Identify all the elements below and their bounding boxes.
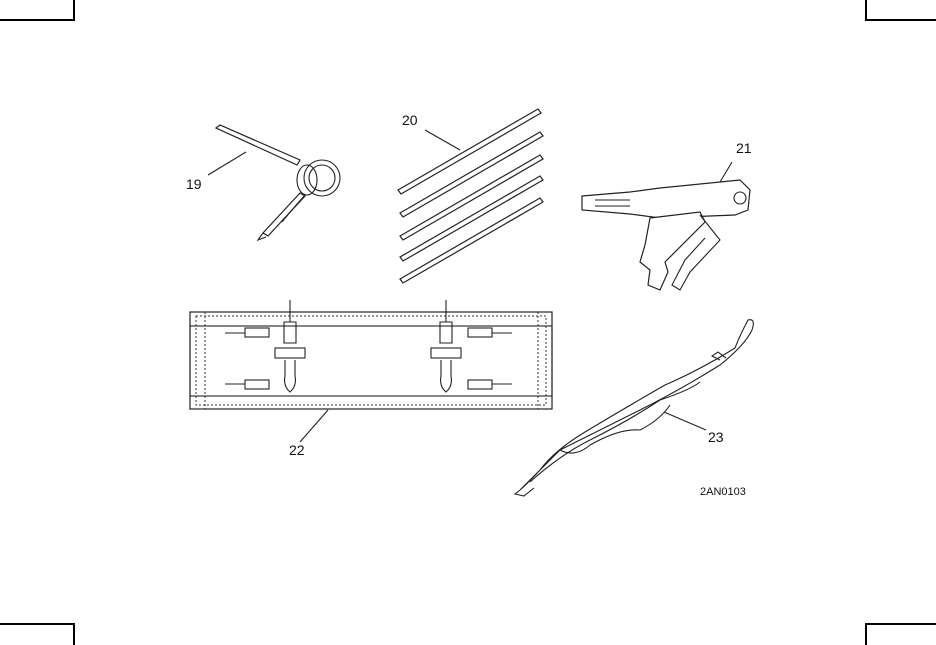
callout-23: 23 — [708, 429, 724, 445]
item-20-rods — [398, 109, 543, 283]
item-22-case — [190, 300, 552, 442]
callout-19: 19 — [186, 176, 202, 192]
figure-code: 2AN0103 — [700, 486, 746, 498]
callout-22: 22 — [289, 442, 305, 458]
item-21-tool — [582, 162, 750, 290]
item-19-ring-pin — [208, 125, 340, 240]
callout-21: 21 — [736, 140, 752, 156]
callout-20: 20 — [402, 112, 418, 128]
